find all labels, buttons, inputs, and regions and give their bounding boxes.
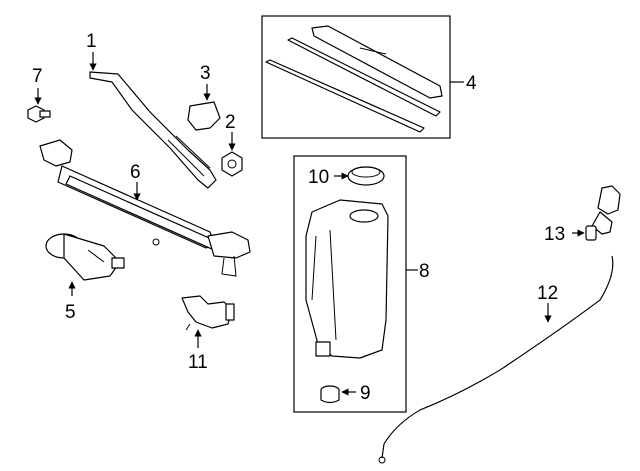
callout-13: 13 — [544, 224, 565, 245]
blade-box — [261, 15, 451, 139]
callout-4: 4 — [466, 73, 477, 94]
reservoir-cap — [347, 166, 385, 186]
wiper-blades — [265, 25, 443, 133]
callout-6: 6 — [130, 162, 141, 183]
callout-7: 7 — [32, 66, 43, 87]
callout-11: 11 — [188, 352, 208, 373]
callout-2: 2 — [225, 112, 236, 133]
callout-1: 1 — [86, 31, 97, 52]
callout-10: 10 — [308, 167, 329, 188]
washer-hose — [378, 255, 614, 464]
callout-5: 5 — [65, 302, 76, 323]
nut — [221, 151, 243, 177]
callout-8: 8 — [419, 261, 430, 282]
washer-pump — [181, 295, 235, 331]
wiper-motor — [45, 233, 125, 281]
arm-cap — [187, 101, 221, 131]
callout-9: 9 — [360, 383, 371, 404]
reservoir-box — [293, 155, 407, 413]
washer-reservoir — [305, 199, 389, 359]
bolt — [27, 105, 51, 123]
grommet — [320, 385, 340, 404]
wiper-linkage — [39, 139, 251, 277]
callout-3: 3 — [200, 63, 211, 84]
washer-nozzle — [585, 185, 621, 241]
callout-12: 12 — [537, 283, 558, 304]
wiper-arm — [89, 71, 217, 189]
